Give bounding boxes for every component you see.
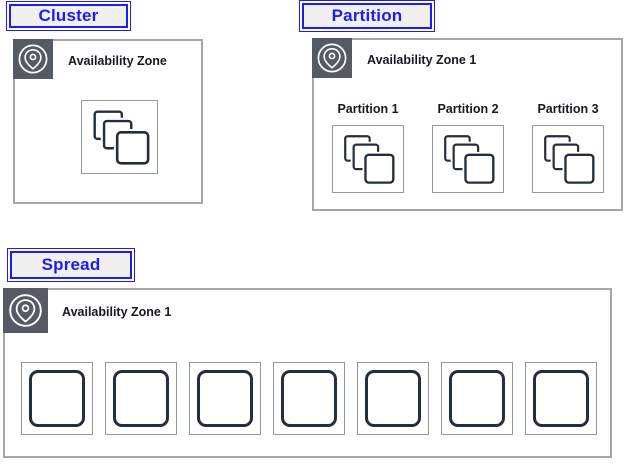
- availability-zone-icon: [13, 39, 53, 79]
- cluster-availability-zone-box: Availability Zone: [13, 39, 203, 204]
- spread-title-label: Spread: [41, 255, 101, 274]
- spread-instance-row: [21, 362, 597, 435]
- partition-3-label: Partition 3: [537, 102, 599, 116]
- ec2-instances-icon: [432, 125, 504, 193]
- cluster-az-label: Availability Zone: [68, 54, 167, 68]
- availability-zone-icon: [312, 38, 352, 78]
- ec2-instances-icon: [532, 125, 604, 193]
- partition-az-label: Availability Zone 1: [367, 53, 477, 67]
- instance-chip: [29, 370, 85, 427]
- instance-chip: [197, 370, 253, 427]
- partition-1-label: Partition 1: [337, 102, 399, 116]
- spread-title-tag: Spread: [7, 248, 135, 282]
- ec2-instance-icon: [273, 362, 345, 435]
- instance-chip: [365, 370, 421, 427]
- ec2-instance-icon: [441, 362, 513, 435]
- ec2-instance-icon: [357, 362, 429, 435]
- partition-title-tag: Partition: [299, 0, 435, 32]
- instance-chip: [533, 370, 589, 427]
- spread-availability-zone-box: Availability Zone 1: [3, 288, 612, 458]
- partition-title-label: Partition: [331, 6, 403, 25]
- ec2-instance-icon: [189, 362, 261, 435]
- ec2-instance-icon: [21, 362, 93, 435]
- cluster-title-tag: Cluster: [6, 1, 131, 31]
- ec2-instance-icon: [525, 362, 597, 435]
- spread-az-label: Availability Zone 1: [62, 305, 172, 319]
- partition-row: Partition 1 Partition 2 Partition 3: [332, 101, 604, 193]
- cluster-title-label: Cluster: [38, 6, 99, 25]
- partition-2-label: Partition 2: [437, 102, 499, 116]
- partition-1: Partition 1: [332, 101, 404, 193]
- ec2-instances-icon: [332, 125, 404, 193]
- partition-availability-zone-box: Availability Zone 1 Partition 1 Partitio…: [312, 38, 623, 211]
- ec2-instance-icon: [105, 362, 177, 435]
- instance-chip: [281, 370, 337, 427]
- partition-2: Partition 2: [432, 101, 504, 193]
- partition-3: Partition 3: [532, 101, 604, 193]
- instance-chip: [113, 370, 169, 427]
- availability-zone-icon: [3, 288, 48, 333]
- ec2-instances-icon: [81, 100, 158, 174]
- instance-chip: [449, 370, 505, 427]
